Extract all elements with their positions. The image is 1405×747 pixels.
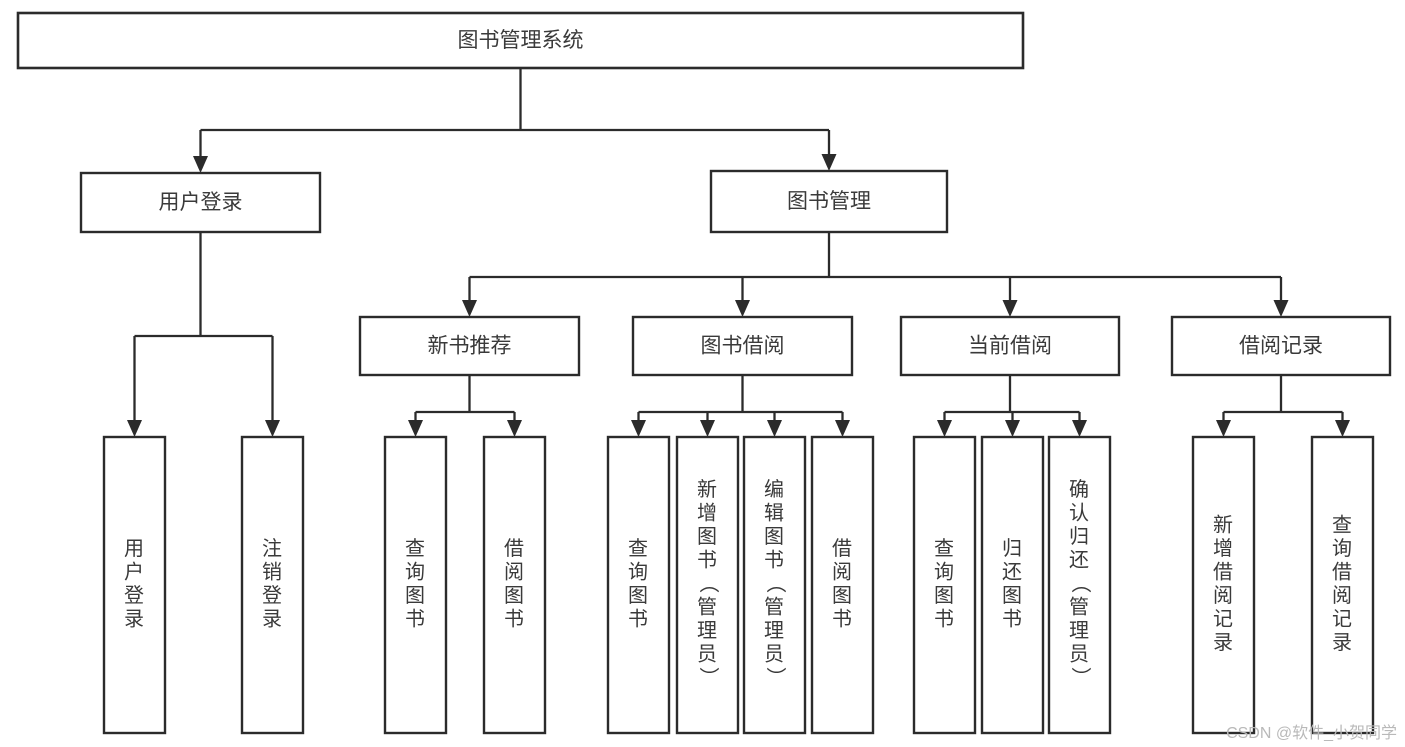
node-box-user-login (79, 171, 322, 234)
node-box-leaf-confirm-return (1047, 435, 1112, 735)
node-box-leaf-add-borrow-record (1191, 435, 1256, 735)
borrow-record-to-leaves-arrow-0 (1216, 420, 1231, 437)
node-leaf-edit-book[interactable]: 编辑图书（管理员） (742, 435, 807, 735)
node-leaf-query-book-recommend[interactable]: 查询图书 (383, 435, 448, 735)
node-box-leaf-query-book-current (912, 435, 977, 735)
new-book-recommend-to-leaves-arrow-0 (408, 420, 423, 437)
node-box-current-borrow (899, 315, 1121, 377)
node-current-borrow[interactable]: 当前借阅 (899, 315, 1121, 377)
node-label-leaf-query-book-borrow: 查询图书 (628, 537, 649, 631)
node-label-current-borrow: 当前借阅 (968, 335, 1052, 358)
node-label-leaf-user-logout: 注销登录 (262, 537, 283, 631)
node-box-leaf-query-borrow-record (1310, 435, 1375, 735)
node-box-leaf-query-book-borrow (606, 435, 671, 735)
node-leaf-query-book-borrow[interactable]: 查询图书 (606, 435, 671, 735)
root-to-level1-arrow-1 (821, 154, 837, 171)
node-box-root (16, 11, 1025, 70)
node-leaf-user-login[interactable]: 用户登录 (102, 435, 167, 735)
borrow-record-to-leaves-arrow-1 (1335, 420, 1350, 437)
node-label-leaf-return-book: 归还图书 (1002, 537, 1023, 631)
node-leaf-borrow-book[interactable]: 借阅图书 (810, 435, 875, 735)
bookmgmt-to-level2-arrow-1 (735, 300, 750, 317)
connector-layer (127, 68, 1350, 437)
book-borrow-to-leaves-arrow-1 (700, 420, 715, 437)
node-root[interactable]: 图书管理系统 (16, 11, 1025, 70)
node-user-login[interactable]: 用户登录 (79, 171, 322, 234)
current-borrow-to-leaves-arrow-2 (1072, 420, 1087, 437)
node-box-leaf-query-book-recommend (383, 435, 448, 735)
current-borrow-to-leaves-arrow-1 (1005, 420, 1020, 437)
csdn-watermark: CSDN @软件_小贺同学 (1226, 725, 1397, 742)
current-borrow-to-leaves-arrow-0 (937, 420, 952, 437)
new-book-recommend-to-leaves-arrow-1 (507, 420, 522, 437)
node-book-borrow[interactable]: 图书借阅 (631, 315, 854, 377)
node-box-leaf-borrow-book-recommend (482, 435, 547, 735)
node-leaf-return-book[interactable]: 归还图书 (980, 435, 1045, 735)
node-book-management[interactable]: 图书管理 (709, 169, 949, 234)
node-label-user-login: 用户登录 (159, 191, 243, 214)
node-label-leaf-query-book-recommend: 查询图书 (405, 537, 426, 631)
node-box-leaf-user-login (102, 435, 167, 735)
node-box-leaf-user-logout (240, 435, 305, 735)
node-leaf-query-book-current[interactable]: 查询图书 (912, 435, 977, 735)
node-label-leaf-confirm-return: 确认归还（管理员） (1069, 478, 1091, 689)
node-label-leaf-query-borrow-record: 查询借阅记录 (1332, 514, 1353, 655)
node-leaf-query-borrow-record[interactable]: 查询借阅记录 (1310, 435, 1375, 735)
node-box-leaf-edit-book (742, 435, 807, 735)
node-label-leaf-add-book: 新增图书（管理员） (697, 478, 719, 689)
node-label-book-management: 图书管理 (787, 190, 871, 213)
node-leaf-user-logout[interactable]: 注销登录 (240, 435, 305, 735)
node-leaf-borrow-book-recommend[interactable]: 借阅图书 (482, 435, 547, 735)
node-label-borrow-record: 借阅记录 (1239, 335, 1323, 358)
node-leaf-add-book[interactable]: 新增图书（管理员） (675, 435, 740, 735)
node-box-book-borrow (631, 315, 854, 377)
node-box-leaf-add-book (675, 435, 740, 735)
node-box-book-management (709, 169, 949, 234)
node-borrow-record[interactable]: 借阅记录 (1170, 315, 1392, 377)
node-label-new-book-recommend: 新书推荐 (428, 335, 512, 358)
node-new-book-recommend[interactable]: 新书推荐 (358, 315, 581, 377)
node-label-leaf-borrow-book: 借阅图书 (832, 537, 853, 631)
bookmgmt-to-level2-arrow-0 (462, 300, 477, 317)
node-leaf-add-borrow-record[interactable]: 新增借阅记录 (1191, 435, 1256, 735)
user-login-to-leaves-arrow-1 (265, 420, 280, 437)
bookmgmt-to-level2-arrow-2 (1002, 300, 1018, 317)
book-borrow-to-leaves-arrow-0 (631, 420, 646, 437)
book-borrow-to-leaves-arrow-2 (767, 420, 782, 437)
node-box-leaf-return-book (980, 435, 1045, 735)
node-box-leaf-borrow-book (810, 435, 875, 735)
node-label-leaf-query-book-current: 查询图书 (934, 537, 955, 631)
node-label-leaf-add-borrow-record: 新增借阅记录 (1213, 514, 1234, 655)
node-label-root: 图书管理系统 (458, 29, 584, 52)
node-label-leaf-user-login: 用户登录 (124, 538, 145, 631)
node-box-borrow-record (1170, 315, 1392, 377)
node-label-book-borrow: 图书借阅 (701, 335, 785, 358)
bookmgmt-to-level2-arrow-3 (1273, 300, 1289, 317)
node-box-new-book-recommend (358, 315, 581, 377)
node-layer: 图书管理系统用户登录图书管理新书推荐图书借阅当前借阅借阅记录用户登录注销登录查询… (16, 11, 1392, 735)
root-to-level1-arrow-0 (193, 156, 208, 173)
user-login-to-leaves-arrow-0 (127, 420, 142, 437)
node-label-leaf-edit-book: 编辑图书（管理员） (764, 478, 786, 689)
node-leaf-confirm-return[interactable]: 确认归还（管理员） (1047, 435, 1112, 735)
node-label-leaf-borrow-book-recommend: 借阅图书 (504, 537, 525, 631)
book-borrow-to-leaves-arrow-3 (835, 420, 850, 437)
